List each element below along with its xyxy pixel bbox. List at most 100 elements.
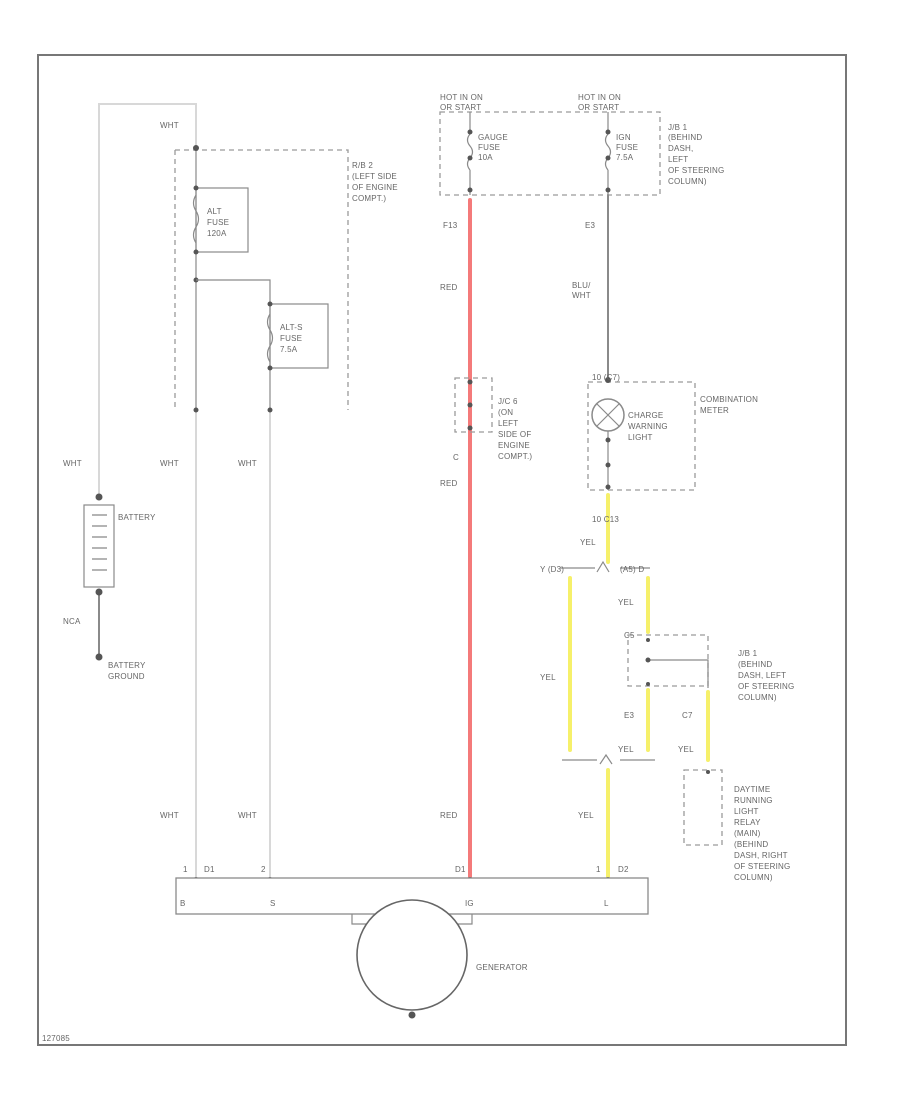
jc6-line1: J/C 6 (498, 397, 518, 406)
drl-line5: (MAIN) (734, 829, 761, 838)
generator-symbol (356, 899, 468, 1011)
combo-meter-line2: METER (700, 406, 729, 415)
labels-top-center: HOT IN ON OR START HOT IN ON OR START GA… (440, 93, 724, 186)
diagram-frame (37, 54, 847, 1046)
yel-label-4: YEL (618, 745, 634, 754)
hot-right-line2: OR START (578, 103, 619, 112)
wht-label-b-lower: WHT (160, 811, 179, 820)
wht-top-label: WHT (160, 121, 179, 130)
jb1-bottom-line2: (BEHIND (738, 660, 772, 669)
jb1-top-line2: (BEHIND (668, 133, 702, 142)
gen-term-ig: IG (465, 899, 474, 908)
labels-right: 10 (C7) COMBINATION METER CHARGE WARNING… (540, 373, 794, 882)
alts-fuse-line1: ALT-S (280, 323, 303, 332)
battery-label: BATTERY (118, 513, 156, 522)
jb1-top-line4: LEFT (668, 155, 688, 164)
jc6-pin: C (453, 453, 459, 462)
gauge-fuse-line1: GAUGE (478, 133, 508, 142)
jc6-line2: (ON (498, 408, 513, 417)
battery-ground-line2: GROUND (108, 672, 145, 681)
rb2-line4: COMPT.) (352, 194, 386, 203)
gen-pin-d1b: D1 (455, 865, 466, 874)
yel-label-5: YEL (678, 745, 694, 754)
combo-pin-label: 10 (C7) (592, 373, 620, 382)
alt-fuse-line2: FUSE (207, 218, 229, 227)
gen-pin-d1a: D1 (204, 865, 215, 874)
wht-wire-battery-loop (98, 103, 197, 496)
battery-cells (92, 514, 107, 571)
ign-fuse-line3: 7.5A (616, 153, 634, 162)
alt-s-branch-wire (196, 279, 271, 300)
ign-fuse-line2: FUSE (616, 143, 638, 152)
hot-left-line2: OR START (440, 103, 481, 112)
labels-left: WHT R/B 2 (LEFT SIDE OF ENGINE COMPT.) A… (63, 121, 398, 820)
yel-label-3: YEL (540, 673, 556, 682)
yel-label-1: YEL (580, 538, 596, 547)
drl-line8: OF STEERING (734, 862, 790, 871)
rb2-relay-block (174, 149, 349, 410)
f13-pin: F13 (443, 221, 458, 230)
jb1-bottom-line4: OF STEERING (738, 682, 794, 691)
gen-pin-d2: D2 (618, 865, 629, 874)
y-connector-mark (596, 560, 610, 573)
hot-left-line1: HOT IN ON (440, 93, 483, 102)
drl-line2: RUNNING (734, 796, 773, 805)
jc6-line4: SIDE OF (498, 430, 531, 439)
drl-line7: DASH, RIGHT (734, 851, 788, 860)
charge-light-line1: CHARGE (628, 411, 663, 420)
gauge-fuse-line3: 10A (478, 153, 493, 162)
jb1-bottom-line5: COLUMN) (738, 693, 777, 702)
gauge-fuse-element (466, 112, 474, 195)
gen-pin-1b: 1 (596, 865, 601, 874)
c5-pin: C5 (624, 631, 635, 640)
charge-light-line2: WARNING (628, 422, 668, 431)
yel-label-2: YEL (618, 598, 634, 607)
drl-line3: LIGHT (734, 807, 759, 816)
jb1-bottom-line1: J/B 1 (738, 649, 758, 658)
red-label-3: RED (440, 811, 458, 820)
wht-label-s: WHT (238, 459, 257, 468)
yel-label-6: YEL (578, 811, 594, 820)
jc6-line5: ENGINE (498, 441, 530, 450)
gen-term-l: L (604, 899, 609, 908)
alts-fuse-line2: FUSE (280, 334, 302, 343)
charge-light-line3: LIGHT (628, 433, 653, 442)
alt-fuse-line3: 120A (207, 229, 227, 238)
e3b-pin: E3 (624, 711, 635, 720)
alt-fuse-line1: ALT (207, 207, 222, 216)
jb1-top-line6: COLUMN) (668, 177, 707, 186)
alts-fuse-element (266, 300, 274, 410)
wht-label-b: WHT (160, 459, 179, 468)
rb2-line3: OF ENGINE (352, 183, 398, 192)
ign-fuse-line1: IGN (616, 133, 631, 142)
wht-label-battery: WHT (63, 459, 82, 468)
y-connector-left-label: Y (D3) (540, 565, 564, 574)
nca-label: NCA (63, 617, 81, 626)
jb1-top-fuse-block (439, 111, 661, 196)
gauge-fuse-line2: FUSE (478, 143, 500, 152)
red-label-1: RED (440, 283, 458, 292)
drl-relay-box (683, 769, 723, 846)
hot-right-line1: HOT IN ON (578, 93, 621, 102)
gen-pin-2: 2 (261, 865, 266, 874)
drl-line6: (BEHIND (734, 840, 768, 849)
jb1-bottom-line3: DASH, LEFT (738, 671, 786, 680)
y-connector-right-label: (A5) D (620, 565, 644, 574)
jc6-line3: LEFT (498, 419, 518, 428)
jb1-top-line1: J/B 1 (668, 123, 688, 132)
jc6-line6: COMPT.) (498, 452, 532, 461)
drl-line9: COLUMN) (734, 873, 773, 882)
drl-line1: DAYTIME (734, 785, 770, 794)
jc6-junction (454, 377, 493, 433)
wht-label-s-lower: WHT (238, 811, 257, 820)
blu-wht-line1: BLU/ (572, 281, 591, 290)
gen-term-s: S (270, 899, 276, 908)
battery-ground-line1: BATTERY (108, 661, 146, 670)
red-label-2: RED (440, 479, 458, 488)
gen-pin-1a: 1 (183, 865, 188, 874)
c13-pin-label: 10 C13 (592, 515, 619, 524)
blu-wht-line2: WHT (572, 291, 591, 300)
rb2-line2: (LEFT SIDE (352, 172, 397, 181)
jb1-top-line5: OF STEERING (668, 166, 724, 175)
